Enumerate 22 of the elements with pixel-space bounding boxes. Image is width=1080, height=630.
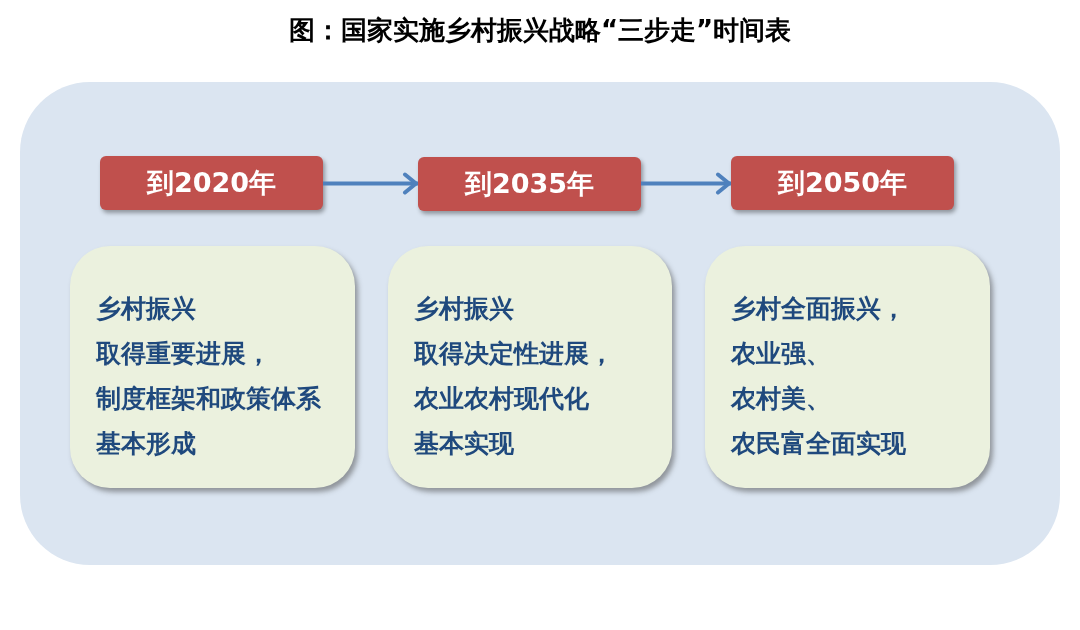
goal-text: 乡村振兴 xyxy=(96,293,196,325)
arrow xyxy=(641,172,731,195)
goal-text: 乡村全面振兴， xyxy=(731,293,906,325)
panel-background xyxy=(20,82,1060,565)
year-box: 到2020年 xyxy=(100,156,323,210)
goal-text: 制度框架和政策体系 xyxy=(96,383,321,415)
goal-card xyxy=(70,246,355,488)
goal-text: 农业强、 xyxy=(731,338,831,370)
goal-text: 乡村振兴 xyxy=(414,293,514,325)
title: 图：国家实施乡村振兴战略“三步走”时间表 xyxy=(288,14,792,47)
year-box: 到2050年 xyxy=(731,156,954,210)
goal-card xyxy=(705,246,990,488)
goal-text: 基本实现 xyxy=(414,428,514,460)
goal-text: 取得决定性进展， xyxy=(414,338,614,370)
goal-card xyxy=(388,246,672,488)
goal-text: 取得重要进展， xyxy=(96,338,271,370)
goal-text: 农民富全面实现 xyxy=(731,428,906,460)
goal-text: 农业农村现代化 xyxy=(414,383,589,415)
year-box: 到2035年 xyxy=(418,157,641,211)
goal-text: 农村美、 xyxy=(731,383,831,415)
goal-text: 基本形成 xyxy=(96,428,196,460)
arrow xyxy=(323,172,418,195)
